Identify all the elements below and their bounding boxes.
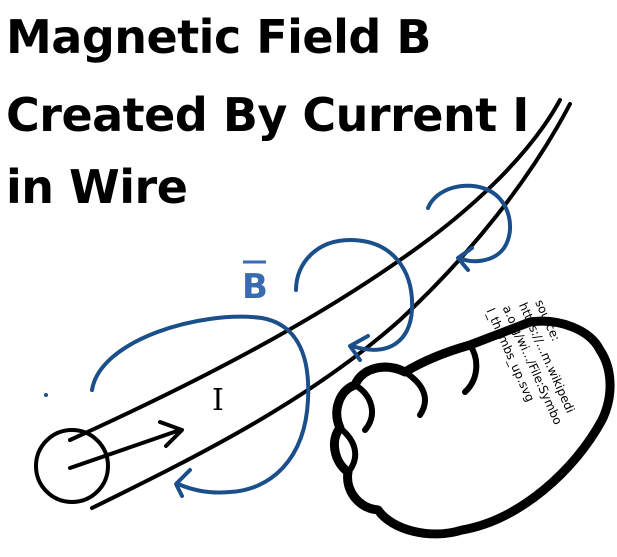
finger-crease-2 (352, 382, 376, 433)
wire-edge-top (68, 98, 562, 442)
finger-crease-1 (402, 369, 428, 418)
field-label: B (242, 260, 268, 307)
title-line-2: Created By Current I (6, 88, 529, 142)
field-loops (44, 183, 513, 498)
wire (34, 98, 572, 510)
field-loop-small-arrowhead (456, 246, 474, 272)
field-loop-large-arrowhead (174, 468, 192, 498)
current-label: I (212, 383, 224, 418)
finger-crease-3 (337, 425, 359, 473)
field-loop-large (90, 314, 311, 495)
field-dot (44, 393, 48, 397)
source-note: source: https://...m.wikipedi a.org/wi..… (484, 298, 578, 427)
field-loop-small (426, 183, 513, 264)
field-loop-medium (294, 238, 415, 352)
arrow-right-icon (68, 420, 184, 470)
field-label-text: B (242, 267, 268, 307)
thumb-knuckle (462, 342, 480, 395)
title-line-3: in Wire (6, 160, 188, 214)
current-arrow-shaft (68, 428, 182, 470)
field-loop-medium-arrowhead (348, 334, 370, 362)
wire-cross-section (34, 428, 110, 504)
wire-edge-bottom (90, 102, 572, 510)
current-arrow-head (158, 420, 184, 448)
title-line-1: Magnetic Field B (6, 10, 431, 64)
thumbs-up-icon (329, 316, 615, 539)
